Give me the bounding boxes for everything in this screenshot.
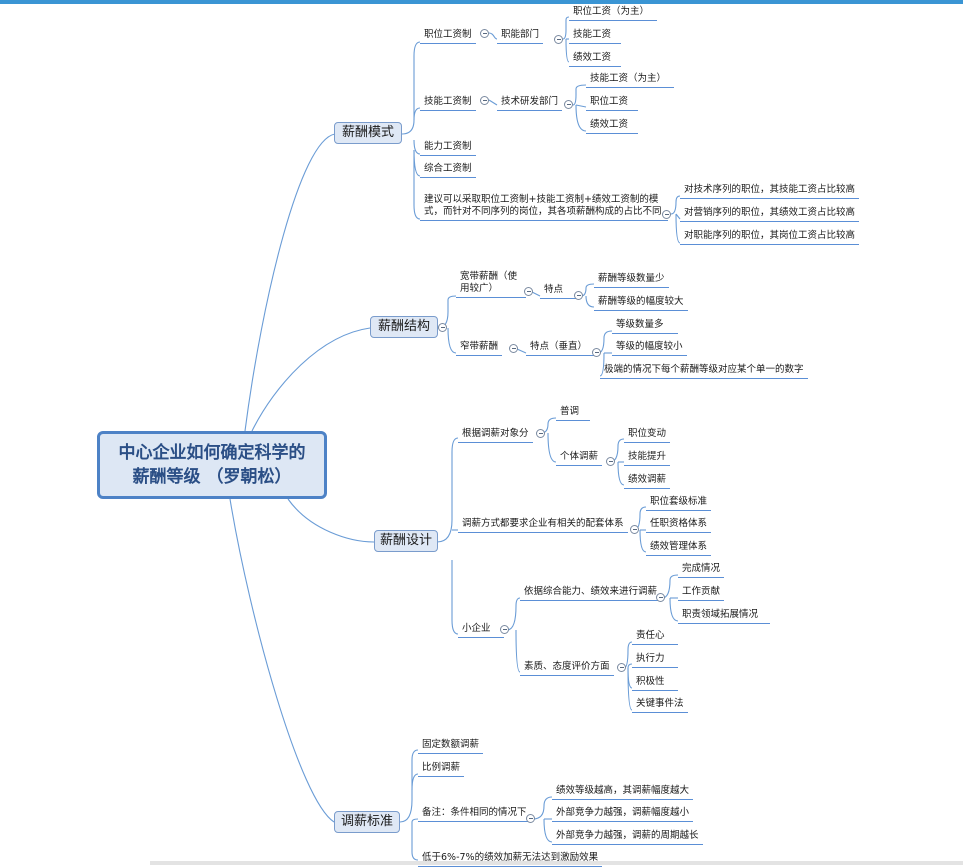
collapse-icon[interactable] xyxy=(574,291,583,300)
branch-salary-mode[interactable]: 薪酬模式 xyxy=(334,122,402,144)
node[interactable]: 积极性 xyxy=(632,676,678,691)
branch-label: 调薪标准 xyxy=(340,814,393,829)
collapse-icon[interactable] xyxy=(480,29,489,38)
collapse-icon[interactable] xyxy=(509,344,518,353)
node[interactable]: 工作贡献 xyxy=(678,586,725,601)
node[interactable]: 职能部门 xyxy=(497,29,544,44)
collapse-icon[interactable] xyxy=(592,348,601,357)
node[interactable]: 综合工资制 xyxy=(420,163,476,178)
node[interactable]: 固定数额调薪 xyxy=(418,739,484,754)
branch-salary-design[interactable]: 薪酬设计 xyxy=(374,530,438,552)
branch-salary-adjustment-standard[interactable]: 调薪标准 xyxy=(334,811,400,833)
collapse-icon[interactable] xyxy=(630,525,639,534)
branch-salary-structure[interactable]: 薪酬结构 xyxy=(370,316,438,338)
node[interactable]: 绩效调薪 xyxy=(624,474,671,489)
node[interactable]: 对技术序列的职位，其技能工资占比较高 xyxy=(680,184,860,199)
node[interactable]: 外部竞争力越强，调薪的周期越长 xyxy=(552,830,703,845)
node[interactable]: 个体调薪 xyxy=(556,451,603,466)
node[interactable]: 绩效等级越高，其调薪幅度越大 xyxy=(552,785,694,800)
top-accent-bar xyxy=(0,0,963,4)
node[interactable]: 完成情况 xyxy=(678,563,725,578)
root-topic[interactable]: 中心企业如何确定科学的薪酬等级 （罗朝松） xyxy=(97,431,327,499)
node[interactable]: 技能提升 xyxy=(624,451,671,466)
node[interactable]: 比例调薪 xyxy=(418,762,465,777)
node[interactable]: 等级的幅度较小 xyxy=(612,341,687,356)
node[interactable]: 宽带薪酬（使用较广） xyxy=(456,271,526,298)
collapse-icon[interactable] xyxy=(656,593,665,602)
node[interactable]: 根据调薪对象分 xyxy=(458,428,533,443)
collapse-icon[interactable] xyxy=(662,210,671,219)
branch-label: 薪酬结构 xyxy=(377,319,430,334)
collapse-icon[interactable] xyxy=(480,96,489,105)
node[interactable]: 小企业 xyxy=(458,623,504,638)
node[interactable]: 素质、态度评价方面 xyxy=(520,661,614,676)
node[interactable]: 对职能序列的职位，其岗位工资占比较高 xyxy=(680,230,860,245)
node[interactable]: 建议可以采取职位工资制+技能工资制+绩效工资制的模式，而针对不同序列的岗位，其各… xyxy=(420,194,668,221)
node[interactable]: 对营销序列的职位，其绩效工资占比较高 xyxy=(680,207,860,222)
node[interactable]: 依据综合能力、绩效来进行调薪 xyxy=(520,586,662,601)
node[interactable]: 任职资格体系 xyxy=(646,518,712,533)
node[interactable]: 等级数量多 xyxy=(612,319,678,334)
collapse-icon[interactable] xyxy=(438,323,447,332)
collapse-icon[interactable] xyxy=(524,287,533,296)
node[interactable]: 职责领域拓展情况 xyxy=(678,609,770,624)
collapse-icon[interactable] xyxy=(500,625,509,634)
node[interactable]: 特点 xyxy=(540,284,578,299)
node[interactable]: 职位工资制 xyxy=(420,29,476,44)
root-title: 中心企业如何确定科学的薪酬等级 （罗朝松） xyxy=(118,443,306,487)
collapse-icon[interactable] xyxy=(526,814,535,823)
node[interactable]: 职位工资（为主） xyxy=(569,6,657,21)
node[interactable]: 绩效管理体系 xyxy=(646,541,712,556)
node[interactable]: 技能工资 xyxy=(569,29,621,44)
collapse-icon[interactable] xyxy=(554,35,563,44)
branch-label: 薪酬设计 xyxy=(379,533,432,548)
node[interactable]: 职位套级标准 xyxy=(646,496,712,511)
collapse-icon[interactable] xyxy=(564,100,573,109)
node[interactable]: 职位变动 xyxy=(624,428,671,443)
node[interactable]: 绩效工资 xyxy=(586,119,638,134)
branch-label: 薪酬模式 xyxy=(341,125,394,140)
node[interactable]: 执行力 xyxy=(632,653,678,668)
node[interactable]: 极端的情况下每个薪酬等级对应某个单一的数字 xyxy=(600,364,808,379)
node[interactable]: 技能工资制 xyxy=(420,96,476,111)
collapse-icon[interactable] xyxy=(606,457,615,466)
node[interactable]: 窄带薪酬 xyxy=(456,341,503,356)
node[interactable]: 绩效工资 xyxy=(569,52,621,67)
node[interactable]: 职位工资 xyxy=(586,96,638,111)
node[interactable]: 技能工资（为主） xyxy=(586,73,674,88)
node[interactable]: 普调 xyxy=(556,406,590,421)
node[interactable]: 外部竞争力越强，调薪幅度越小 xyxy=(552,807,694,822)
node[interactable]: 责任心 xyxy=(632,630,678,645)
horizontal-scrollbar[interactable] xyxy=(150,861,963,865)
node[interactable]: 特点（垂直） xyxy=(526,341,594,356)
node[interactable]: 调薪方式都要求企业有相关的配套体系 xyxy=(458,518,628,533)
collapse-icon[interactable] xyxy=(617,663,626,672)
collapse-icon[interactable] xyxy=(536,429,545,438)
node[interactable]: 备注：条件相同的情况下 xyxy=(418,807,531,822)
node[interactable]: 薪酬等级数量少 xyxy=(594,273,669,288)
node[interactable]: 关键事件法 xyxy=(632,698,688,713)
node[interactable]: 技术研发部门 xyxy=(497,96,563,111)
node[interactable]: 能力工资制 xyxy=(420,141,476,156)
node[interactable]: 薪酬等级的幅度较大 xyxy=(594,296,688,311)
